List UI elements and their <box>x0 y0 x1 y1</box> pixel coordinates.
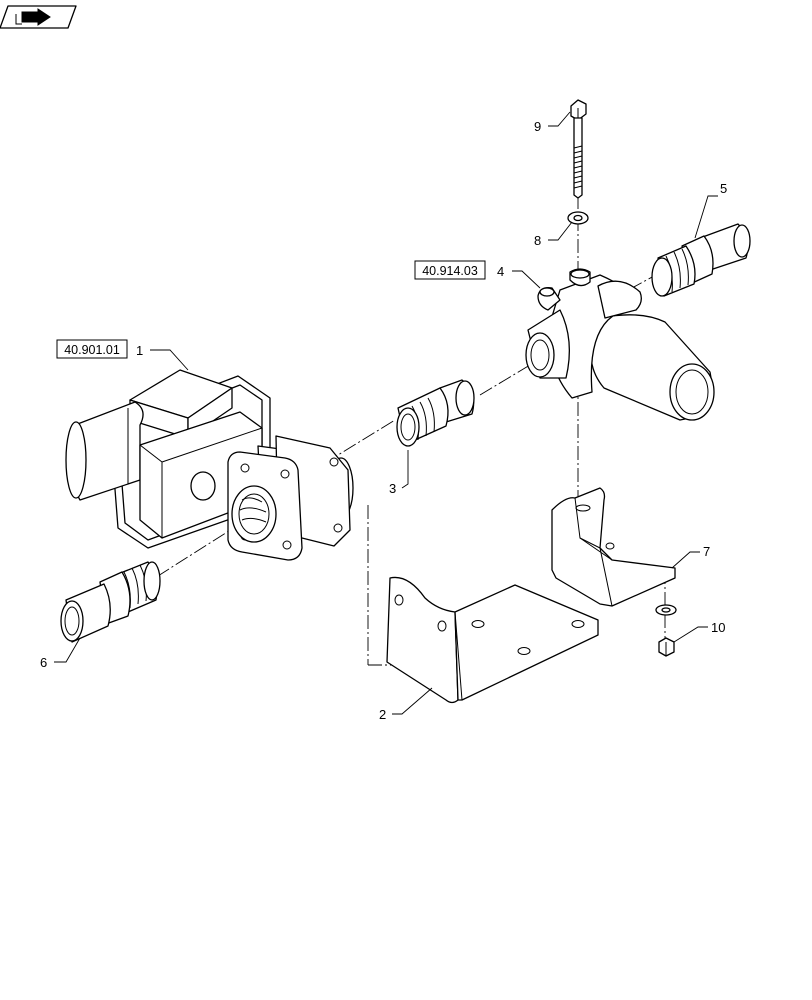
part-6-hose-barb <box>60 561 161 643</box>
part-9-bolt <box>570 99 587 199</box>
reference-box-part-4[interactable]: 40.914.03 <box>414 260 486 280</box>
part-8-washer <box>567 211 589 225</box>
part-5-hose-barb <box>651 223 751 297</box>
callout-9: 9 <box>534 119 541 134</box>
part-1-housing <box>65 369 354 561</box>
part-7-bracket <box>551 487 676 607</box>
callout-7: 7 <box>703 544 710 559</box>
callout-3: 3 <box>389 481 396 496</box>
reference-box-part-1[interactable]: 40.901.01 <box>56 339 128 359</box>
part-4-valve <box>525 268 715 421</box>
callout-leader-lines <box>54 111 718 715</box>
callout-5: 5 <box>720 181 727 196</box>
callout-10: 10 <box>711 620 725 635</box>
next-page-arrow-icon[interactable] <box>0 5 77 29</box>
part-2-bracket <box>386 576 599 704</box>
callout-6: 6 <box>40 655 47 670</box>
svg-text:40.901.01: 40.901.01 <box>64 343 120 357</box>
part-10-nut-and-washer <box>655 604 677 657</box>
callout-4: 4 <box>497 264 504 279</box>
part-3-fitting <box>396 379 475 447</box>
svg-text:40.914.03: 40.914.03 <box>422 264 478 278</box>
callout-8: 8 <box>534 233 541 248</box>
callout-2: 2 <box>379 707 386 722</box>
callout-1: 1 <box>136 343 143 358</box>
